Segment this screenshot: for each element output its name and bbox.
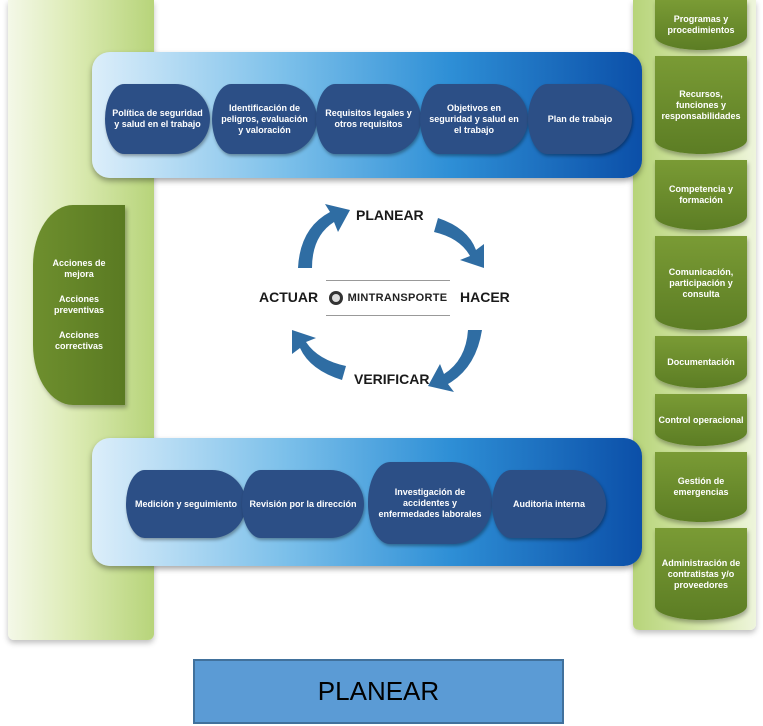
action-mejora: Acciones de mejora	[52, 258, 106, 279]
right-item-control: Control operacional	[655, 394, 747, 446]
arrow-icon-to-actuar	[292, 330, 346, 380]
arrow-icon-to-planear	[298, 204, 350, 268]
chevron-auditoria: Auditoria interna	[492, 470, 606, 538]
chevron-medicion: Medición y seguimiento	[126, 470, 246, 538]
chevron-politica: Política de seguridad y salud en el trab…	[105, 84, 210, 154]
label-verificar: VERIFICAR	[354, 371, 430, 387]
mintransporte-logo: MINTRANSPORTE	[326, 280, 450, 316]
chevron-plan: Plan de trabajo	[528, 84, 632, 154]
right-item-competencia: Competencia y formación	[655, 160, 747, 230]
phva-cycle-arrows	[292, 204, 484, 392]
logo-text: MINTRANSPORTE	[347, 292, 448, 304]
chevron-investigacion: Investigación de accidentes y enfermedad…	[368, 462, 492, 544]
right-item-emergencias: Gestión de emergencias	[655, 452, 747, 522]
chevron-revision: Revisión por la dirección	[242, 470, 364, 538]
right-item-programas: Programas y procedimientos	[655, 0, 747, 50]
right-item-contratistas: Administración de contratistas y/o prove…	[655, 528, 747, 620]
label-actuar: ACTUAR	[259, 289, 319, 305]
action-correctivas: Acciones correctivas	[54, 330, 104, 351]
label-planear: PLANEAR	[356, 207, 424, 223]
right-item-comunicacion: Comunicación, participación y consulta	[655, 236, 747, 330]
arrow-icon-to-verificar	[428, 330, 482, 392]
actuar-actions-tab: Acciones de mejora Acciones preventivas …	[33, 205, 125, 405]
chevron-requisitos: Requisitos legales y otros requisitos	[316, 84, 421, 154]
right-item-documentacion: Documentación	[655, 336, 747, 388]
arrow-icon-to-hacer	[434, 218, 484, 268]
chevron-peligros: Identificación de peligros, evaluación y…	[212, 84, 317, 154]
chevron-objetivos: Objetivos en seguridad y salud en el tra…	[420, 84, 528, 154]
caption-box: PLANEAR	[193, 659, 564, 724]
label-hacer: HACER	[460, 289, 510, 305]
action-preventivas: Acciones preventivas	[53, 294, 105, 315]
right-item-recursos: Recursos, funciones y responsabilidades	[655, 56, 747, 154]
caption-text: PLANEAR	[317, 676, 440, 706]
seal-icon	[328, 291, 343, 305]
